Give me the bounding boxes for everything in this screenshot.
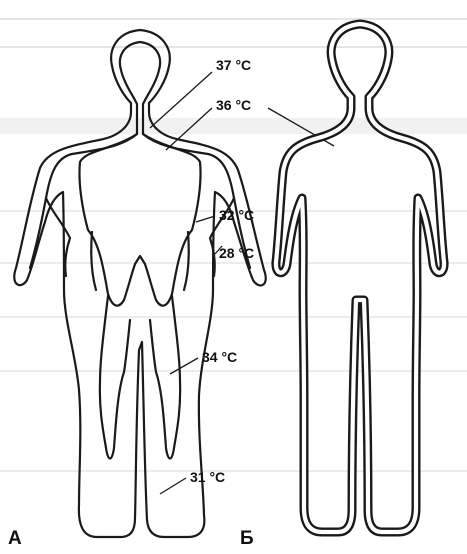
label-28c: 28 °C bbox=[219, 245, 254, 261]
panel-a-label: А bbox=[8, 528, 22, 549]
label-37c: 37 °C bbox=[216, 57, 251, 73]
label-36c: 36 °C bbox=[216, 97, 251, 113]
label-34c: 34 °C bbox=[202, 349, 237, 365]
label-32c: 32 °C bbox=[219, 207, 254, 223]
panel-b-label: Б bbox=[240, 528, 254, 549]
label-31c: 31 °C bbox=[190, 469, 225, 485]
